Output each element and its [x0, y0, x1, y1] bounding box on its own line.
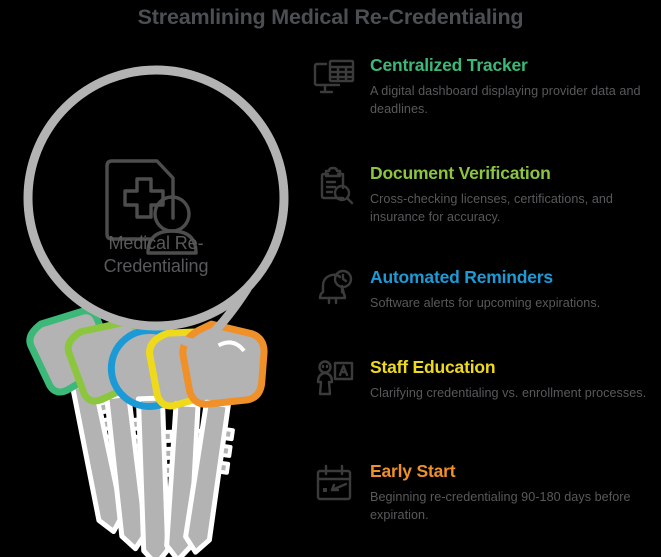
page-title: Streamlining Medical Re-Credentialing	[137, 5, 524, 29]
list-item-title: Staff Education	[370, 357, 496, 377]
center-label-line-2: Credentialing	[103, 256, 209, 276]
list-item-description: A digital dashboard displaying provider …	[370, 84, 641, 116]
key-group	[26, 307, 268, 557]
key-ring-circle	[23, 65, 289, 331]
medical-document-person-icon	[105, 159, 198, 255]
list-item-staff-education: Staff Education Clarifying credentialing…	[310, 356, 661, 442]
key-ring-tail	[180, 284, 252, 348]
person-presentation-board-icon	[312, 358, 356, 402]
list-item-body: Centralized Tracker A digital dashboard …	[370, 54, 661, 118]
list-item-body: Document Verification Cross-checking lic…	[370, 162, 661, 226]
bell-clock-icon	[312, 268, 356, 312]
list-item-description: Beginning re-credentialing 90-180 days b…	[370, 490, 631, 522]
feature-list: Centralized Tracker A digital dashboard …	[310, 54, 661, 522]
list-item-document-verification: Document Verification Cross-checking lic…	[310, 162, 661, 248]
list-item-body: Early Start Beginning re-credentialing 9…	[370, 460, 661, 524]
clipboard-magnifier-icon	[312, 164, 356, 208]
list-item-body: Automated Reminders Software alerts for …	[370, 266, 661, 313]
list-item-title: Early Start	[370, 461, 456, 481]
list-item-body: Staff Education Clarifying credentialing…	[370, 356, 661, 403]
list-item-title: Document Verification	[370, 163, 551, 183]
monitor-spreadsheet-icon	[312, 56, 356, 100]
list-item-early-start: Early Start Beginning re-credentialing 9…	[310, 460, 661, 546]
calendar-arrow-icon	[312, 462, 356, 506]
list-item-title: Automated Reminders	[370, 267, 553, 287]
list-item-automated-reminders: Automated Reminders Software alerts for …	[310, 266, 661, 352]
center-label-line-1: Medical Re-	[108, 233, 204, 253]
list-item-centralized-tracker: Centralized Tracker A digital dashboard …	[310, 54, 661, 140]
key-orange	[179, 320, 268, 555]
list-item-description: Clarifying credentialing vs. enrollment …	[370, 386, 647, 400]
list-item-description: Software alerts for upcoming expirations…	[370, 296, 601, 310]
keyring-graphic	[23, 65, 289, 557]
keyring-illustration: Medical Re- Credentialing	[0, 36, 312, 557]
list-item-description: Cross-checking licenses, certifications,…	[370, 192, 613, 224]
list-item-title: Centralized Tracker	[370, 55, 528, 75]
keyring-center-label: Medical Re- Credentialing	[58, 232, 254, 278]
